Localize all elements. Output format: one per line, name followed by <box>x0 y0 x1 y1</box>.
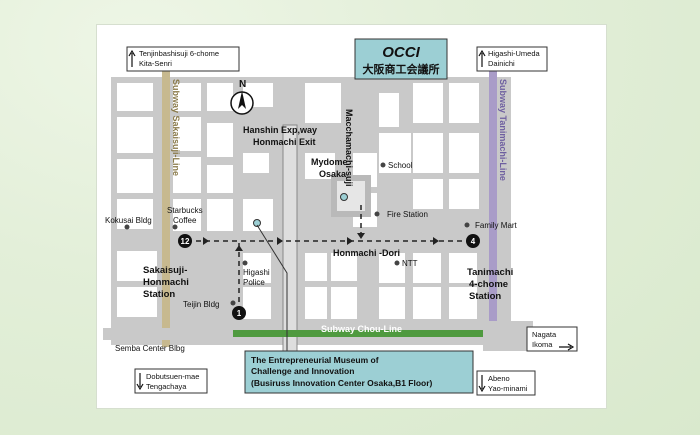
starbucks-dot <box>172 224 178 230</box>
sign-bottom-right: Abeno Yao-minami <box>476 370 536 396</box>
teijin-label: Teijin Bldg <box>183 300 219 309</box>
exit-1-marker: 1 <box>232 306 246 320</box>
svg-text:Honmachi Exit: Honmachi Exit <box>253 137 316 147</box>
svg-text:Police: Police <box>243 278 265 287</box>
north-compass-icon: N <box>230 79 254 115</box>
svg-text:Osaka: Osaka <box>319 169 347 179</box>
map-svg: 12 4 1 N Tenjinbashisuji 6-chome Kita-Se… <box>103 38 578 396</box>
city-blocks <box>117 83 561 319</box>
family-mart-dot <box>464 222 470 228</box>
svg-text:Challenge and Innovation: Challenge and Innovation <box>251 366 354 376</box>
school-label: School <box>388 161 413 170</box>
access-map: 12 4 1 N Tenjinbashisuji 6-chome Kita-Se… <box>97 25 606 408</box>
school-dot <box>380 162 386 168</box>
sakaisuji-line-label: Subway Sakaisuji-Line <box>171 79 181 176</box>
exit-4-marker: 4 <box>466 234 480 248</box>
svg-text:N: N <box>239 79 246 90</box>
svg-text:The Entrepreneurial Museum of: The Entrepreneurial Museum of <box>251 355 379 365</box>
svg-text:Yao-minami: Yao-minami <box>488 384 528 393</box>
tanimachi-line-label: Subway Tanimachi-Line <box>498 79 508 181</box>
museum-entrance-dot <box>253 219 261 227</box>
svg-text:Dainichi: Dainichi <box>488 59 515 68</box>
ntt-label: NTT <box>402 259 418 268</box>
svg-text:Nagata: Nagata <box>532 330 557 339</box>
semba-label: Semba Center Blbg <box>115 344 185 353</box>
svg-text:Abeno: Abeno <box>488 374 510 383</box>
expressway <box>282 124 298 356</box>
svg-text:Tenjinbashisuji 6-chome: Tenjinbashisuji 6-chome <box>139 49 219 58</box>
fire-station-dot <box>374 211 380 217</box>
honmachi-dori-label: Honmachi -Dori <box>333 248 400 258</box>
teijin-dot <box>230 300 236 306</box>
sign-right: Nagata Ikoma <box>526 326 578 352</box>
tanimachi-station-label: Tanimachi <box>467 267 513 278</box>
exit-12-marker: 12 <box>178 234 192 248</box>
svg-text:Ikoma: Ikoma <box>532 340 553 349</box>
svg-text:Tengachaya: Tengachaya <box>146 382 187 391</box>
svg-text:1: 1 <box>237 309 242 318</box>
svg-text:Station: Station <box>143 289 175 300</box>
svg-text:4-chome: 4-chome <box>469 279 508 290</box>
police-label: Higashi <box>243 268 270 277</box>
kokusai-dot <box>124 224 130 230</box>
chuo-line-label: Subway Chou-Line <box>321 324 402 334</box>
police-dot <box>242 260 248 266</box>
svg-text:Kita-Senri: Kita-Senri <box>139 59 172 68</box>
macchamachi-label: Macchamachi-suji <box>344 109 354 187</box>
svg-text:Higashi-Umeda: Higashi-Umeda <box>488 49 541 58</box>
svg-text:4: 4 <box>471 237 476 246</box>
tanimachi-line <box>489 65 497 347</box>
starbucks-label: Starbucks <box>167 206 203 215</box>
svg-text:12: 12 <box>181 237 190 246</box>
svg-text:Coffee: Coffee <box>173 216 197 225</box>
sign-top-left: Tenjinbashisuji 6-chome Kita-Senri <box>126 46 240 72</box>
ntt-dot <box>394 260 400 266</box>
occi-logo: OCCI 大阪商工会議所 <box>354 38 448 80</box>
sakaisuji-station-label: Sakaisuji- <box>143 265 187 276</box>
chuo-line <box>107 330 527 337</box>
family-mart-label: Family Mart <box>475 221 518 230</box>
sign-top-right: Higashi-Umeda Dainichi <box>476 46 548 72</box>
svg-text:Station: Station <box>469 291 501 302</box>
kokusai-label: Kokusai Bldg <box>105 216 152 225</box>
sakaisuji-line <box>162 65 170 347</box>
museum-location-dot <box>340 193 348 201</box>
fire-station-label: Fire Station <box>387 210 428 219</box>
svg-text:OCCI: OCCI <box>382 44 420 61</box>
svg-text:Honmachi: Honmachi <box>143 277 189 288</box>
svg-text:(Busiruss Innovation Center Os: (Busiruss Innovation Center Osaka,B1 Flo… <box>251 378 433 388</box>
mydome-label: Mydome <box>311 157 348 167</box>
svg-text:大阪商工会議所: 大阪商工会議所 <box>363 62 440 76</box>
svg-text:Dobutsuen-mae: Dobutsuen-mae <box>146 372 199 381</box>
museum-callout: The Entrepreneurial Museum of Challenge … <box>244 350 474 394</box>
sign-bottom-left: Dobutsuen-mae Tengachaya <box>134 368 208 394</box>
expressway-label: Hanshin Exp,way <box>243 125 317 135</box>
